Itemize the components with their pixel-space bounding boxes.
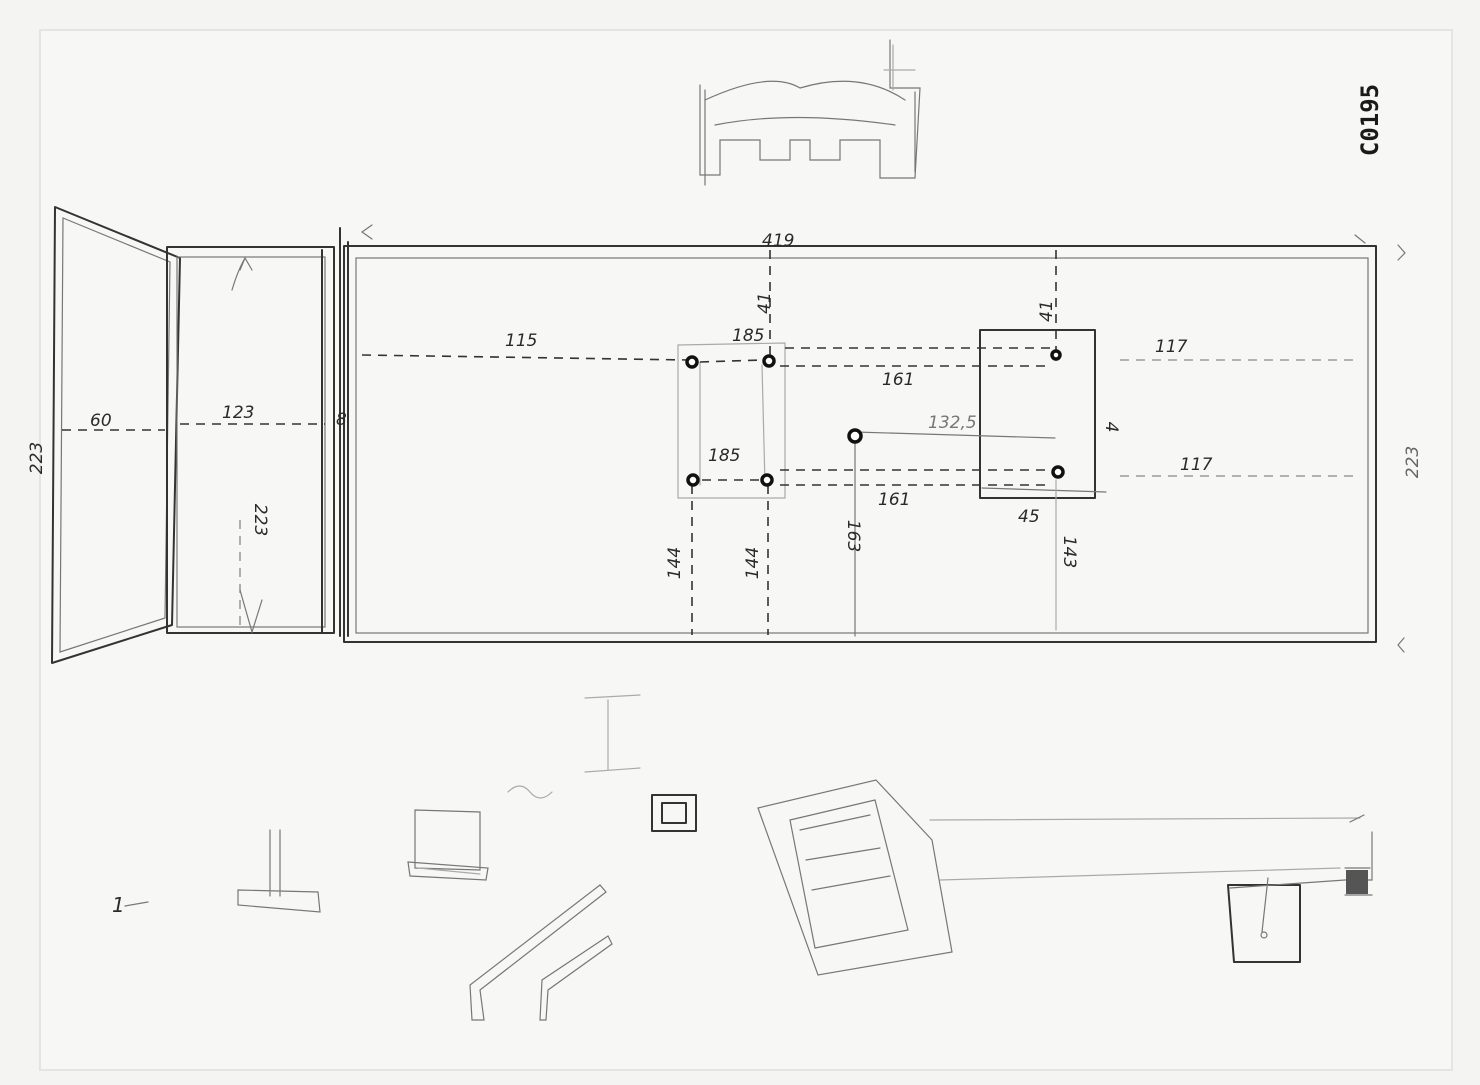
corner-hatch (1346, 870, 1368, 894)
small-box-sketch (651, 794, 697, 832)
rail-sketch (469, 884, 613, 1021)
dim-side-panel-height: 223 (250, 504, 270, 536)
hole-plate-guides (699, 361, 766, 486)
small-box-inner (661, 802, 687, 824)
i-beam-sketch (584, 694, 641, 773)
t-bracket-sketch (237, 829, 321, 913)
dimension-lines (62, 250, 1360, 637)
dim-top-width: 419 (762, 231, 794, 251)
block-sketch (407, 809, 489, 881)
block-hatch (417, 867, 481, 875)
archive-number: C0195 (1356, 84, 1384, 156)
dim-right-margin-upper: 117 (1155, 337, 1188, 357)
hole-top-right (762, 354, 776, 368)
dim-right-height: 223 (1403, 446, 1423, 478)
dim-right-margin-lower: 117 (1180, 455, 1213, 475)
frame-sketch (757, 779, 953, 976)
door-panel (51, 206, 181, 664)
dim-left-height: 223 (27, 442, 47, 474)
corner-detail (1261, 814, 1365, 933)
dim-hole-height-left: 144 (665, 547, 685, 579)
dim-box-height: 143 (1059, 536, 1079, 568)
corner-marks (231, 224, 1406, 653)
wave-sketch (507, 785, 553, 799)
bottom-sketches: 1 (112, 694, 1373, 1021)
dim-center-height: 163 (843, 520, 863, 552)
dim-top-margin-holes: 41 (755, 292, 775, 314)
dim-mid-span-lower: 161 (878, 490, 910, 510)
dim-hole-spacing-bottom: 185 (708, 446, 740, 466)
dim-hole-spacing-top: 185 (732, 326, 764, 346)
dim-top-margin-box: 41 (1037, 300, 1057, 322)
main-panel (343, 245, 1377, 643)
handle-sketch (699, 39, 921, 186)
frame-inner (789, 799, 909, 949)
hole-top-left (685, 355, 699, 369)
dim-door-depth: 60 (90, 411, 112, 431)
hole-box-bottom (1051, 465, 1065, 479)
dim-upper-row-offset: 115 (505, 331, 537, 351)
dim-box-width: 45 (1018, 507, 1040, 527)
hole-center (847, 428, 863, 444)
side-panel (166, 227, 349, 637)
corner-pivot (1260, 931, 1268, 939)
hole-bottom-right (760, 473, 774, 487)
mounting-holes (685, 349, 1065, 487)
box-outline (979, 329, 1096, 499)
margin-mark-stroke (124, 901, 149, 907)
dim-center-offset: 132,5 (928, 413, 977, 433)
dim-mid-span-upper: 161 (882, 370, 914, 390)
hole-bottom-left (686, 473, 700, 487)
margin-mark: 1 (112, 893, 125, 917)
dim-side-panel-width: 123 (222, 403, 254, 423)
box-base-line (981, 487, 1107, 493)
paper (39, 29, 1453, 1071)
dim-box-height-mark: 4 (1101, 422, 1121, 433)
dimension-labels: 60 123 223 223 8 419 115 185 185 41 41 1… (27, 231, 1423, 579)
hole-box-top (1050, 349, 1062, 361)
long-rail-sketch (929, 817, 1361, 881)
dim-side-gap: 8 (336, 410, 347, 430)
dim-hole-height-mid: 144 (743, 547, 763, 579)
hole-plate-outline (677, 342, 786, 499)
